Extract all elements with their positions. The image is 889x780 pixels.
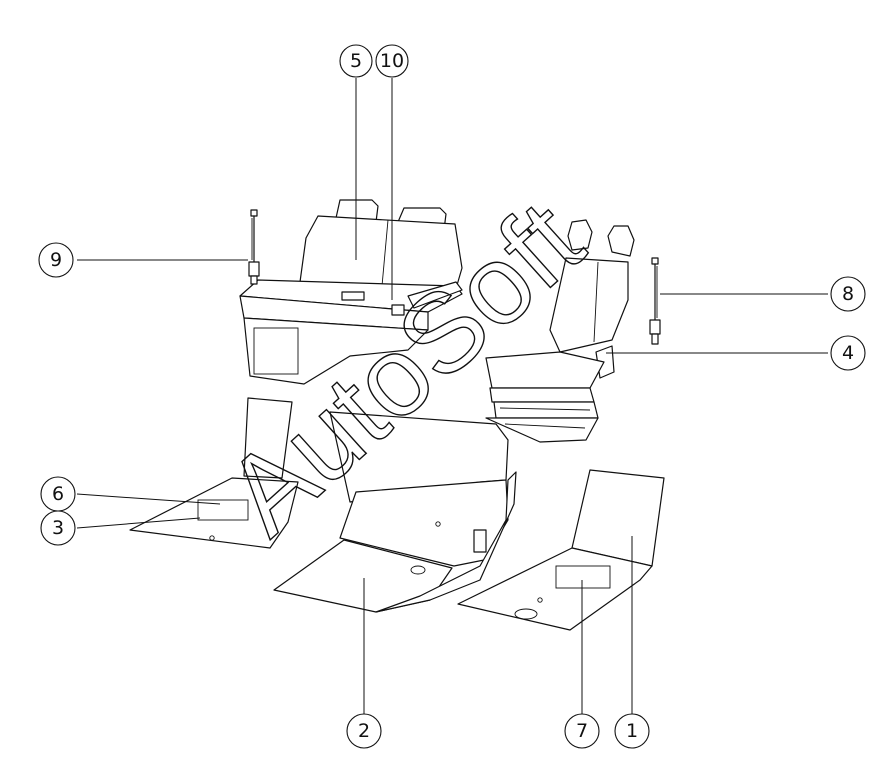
callout-8: 8 xyxy=(830,276,866,312)
svg-text:5: 5 xyxy=(350,50,362,72)
svg-text:3: 3 xyxy=(52,517,64,539)
floor-mat-left xyxy=(129,397,299,549)
callout-6: 6 xyxy=(40,476,76,512)
floor-mat-right xyxy=(457,469,665,631)
svg-text:8: 8 xyxy=(842,283,854,305)
bench-seat xyxy=(239,199,463,385)
svg-text:2: 2 xyxy=(358,720,370,742)
callout-5: 5 xyxy=(339,44,373,78)
callout-2: 2 xyxy=(346,713,382,749)
floor-mat-center xyxy=(273,411,517,613)
svg-text:4: 4 xyxy=(842,342,854,364)
callout-9: 9 xyxy=(38,242,74,278)
svg-text:10: 10 xyxy=(380,50,404,72)
driver-seat xyxy=(485,219,635,443)
callout-3: 3 xyxy=(40,510,76,546)
callout-4: 4 xyxy=(830,335,866,371)
leader-lines xyxy=(76,78,828,714)
svg-text:6: 6 xyxy=(52,483,64,505)
svg-text:9: 9 xyxy=(50,249,62,271)
svg-text:1: 1 xyxy=(626,720,638,742)
callout-1: 1 xyxy=(614,713,650,749)
callout-7: 7 xyxy=(564,713,600,749)
callout-10: 10 xyxy=(375,44,409,78)
seat-belt-right xyxy=(649,257,661,345)
seat-belt-left xyxy=(248,209,260,285)
svg-text:7: 7 xyxy=(576,720,588,742)
